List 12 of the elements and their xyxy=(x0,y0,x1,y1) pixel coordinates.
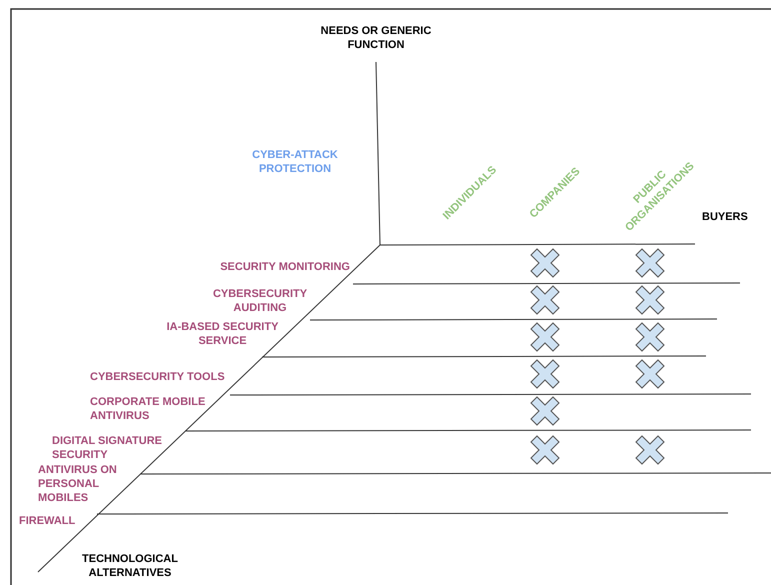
row-label: CORPORATE MOBILE ANTIVIRUS xyxy=(90,395,206,423)
function-label: CYBER-ATTACK PROTECTION xyxy=(251,148,339,176)
row-label: CYBERSECURITY TOOLS xyxy=(90,370,226,384)
row-label: ANTIVIRUS ON PERSONAL MOBILES xyxy=(38,463,118,505)
axis-title: BUYERS xyxy=(702,210,749,224)
row-label: FIREWALL xyxy=(19,514,76,528)
row-label: SECURITY MONITORING xyxy=(219,260,350,274)
row-label: DIGITAL SIGNATURE SECURITY xyxy=(52,434,163,462)
row-label: CYBERSECURITY AUDITING xyxy=(212,287,308,315)
axis-title: TECHNOLOGICAL ALTERNATIVES xyxy=(81,552,179,580)
row-label: IA-BASED SECURITY SERVICE xyxy=(166,320,280,348)
axis-title: NEEDS OR GENERIC FUNCTION xyxy=(320,24,432,52)
